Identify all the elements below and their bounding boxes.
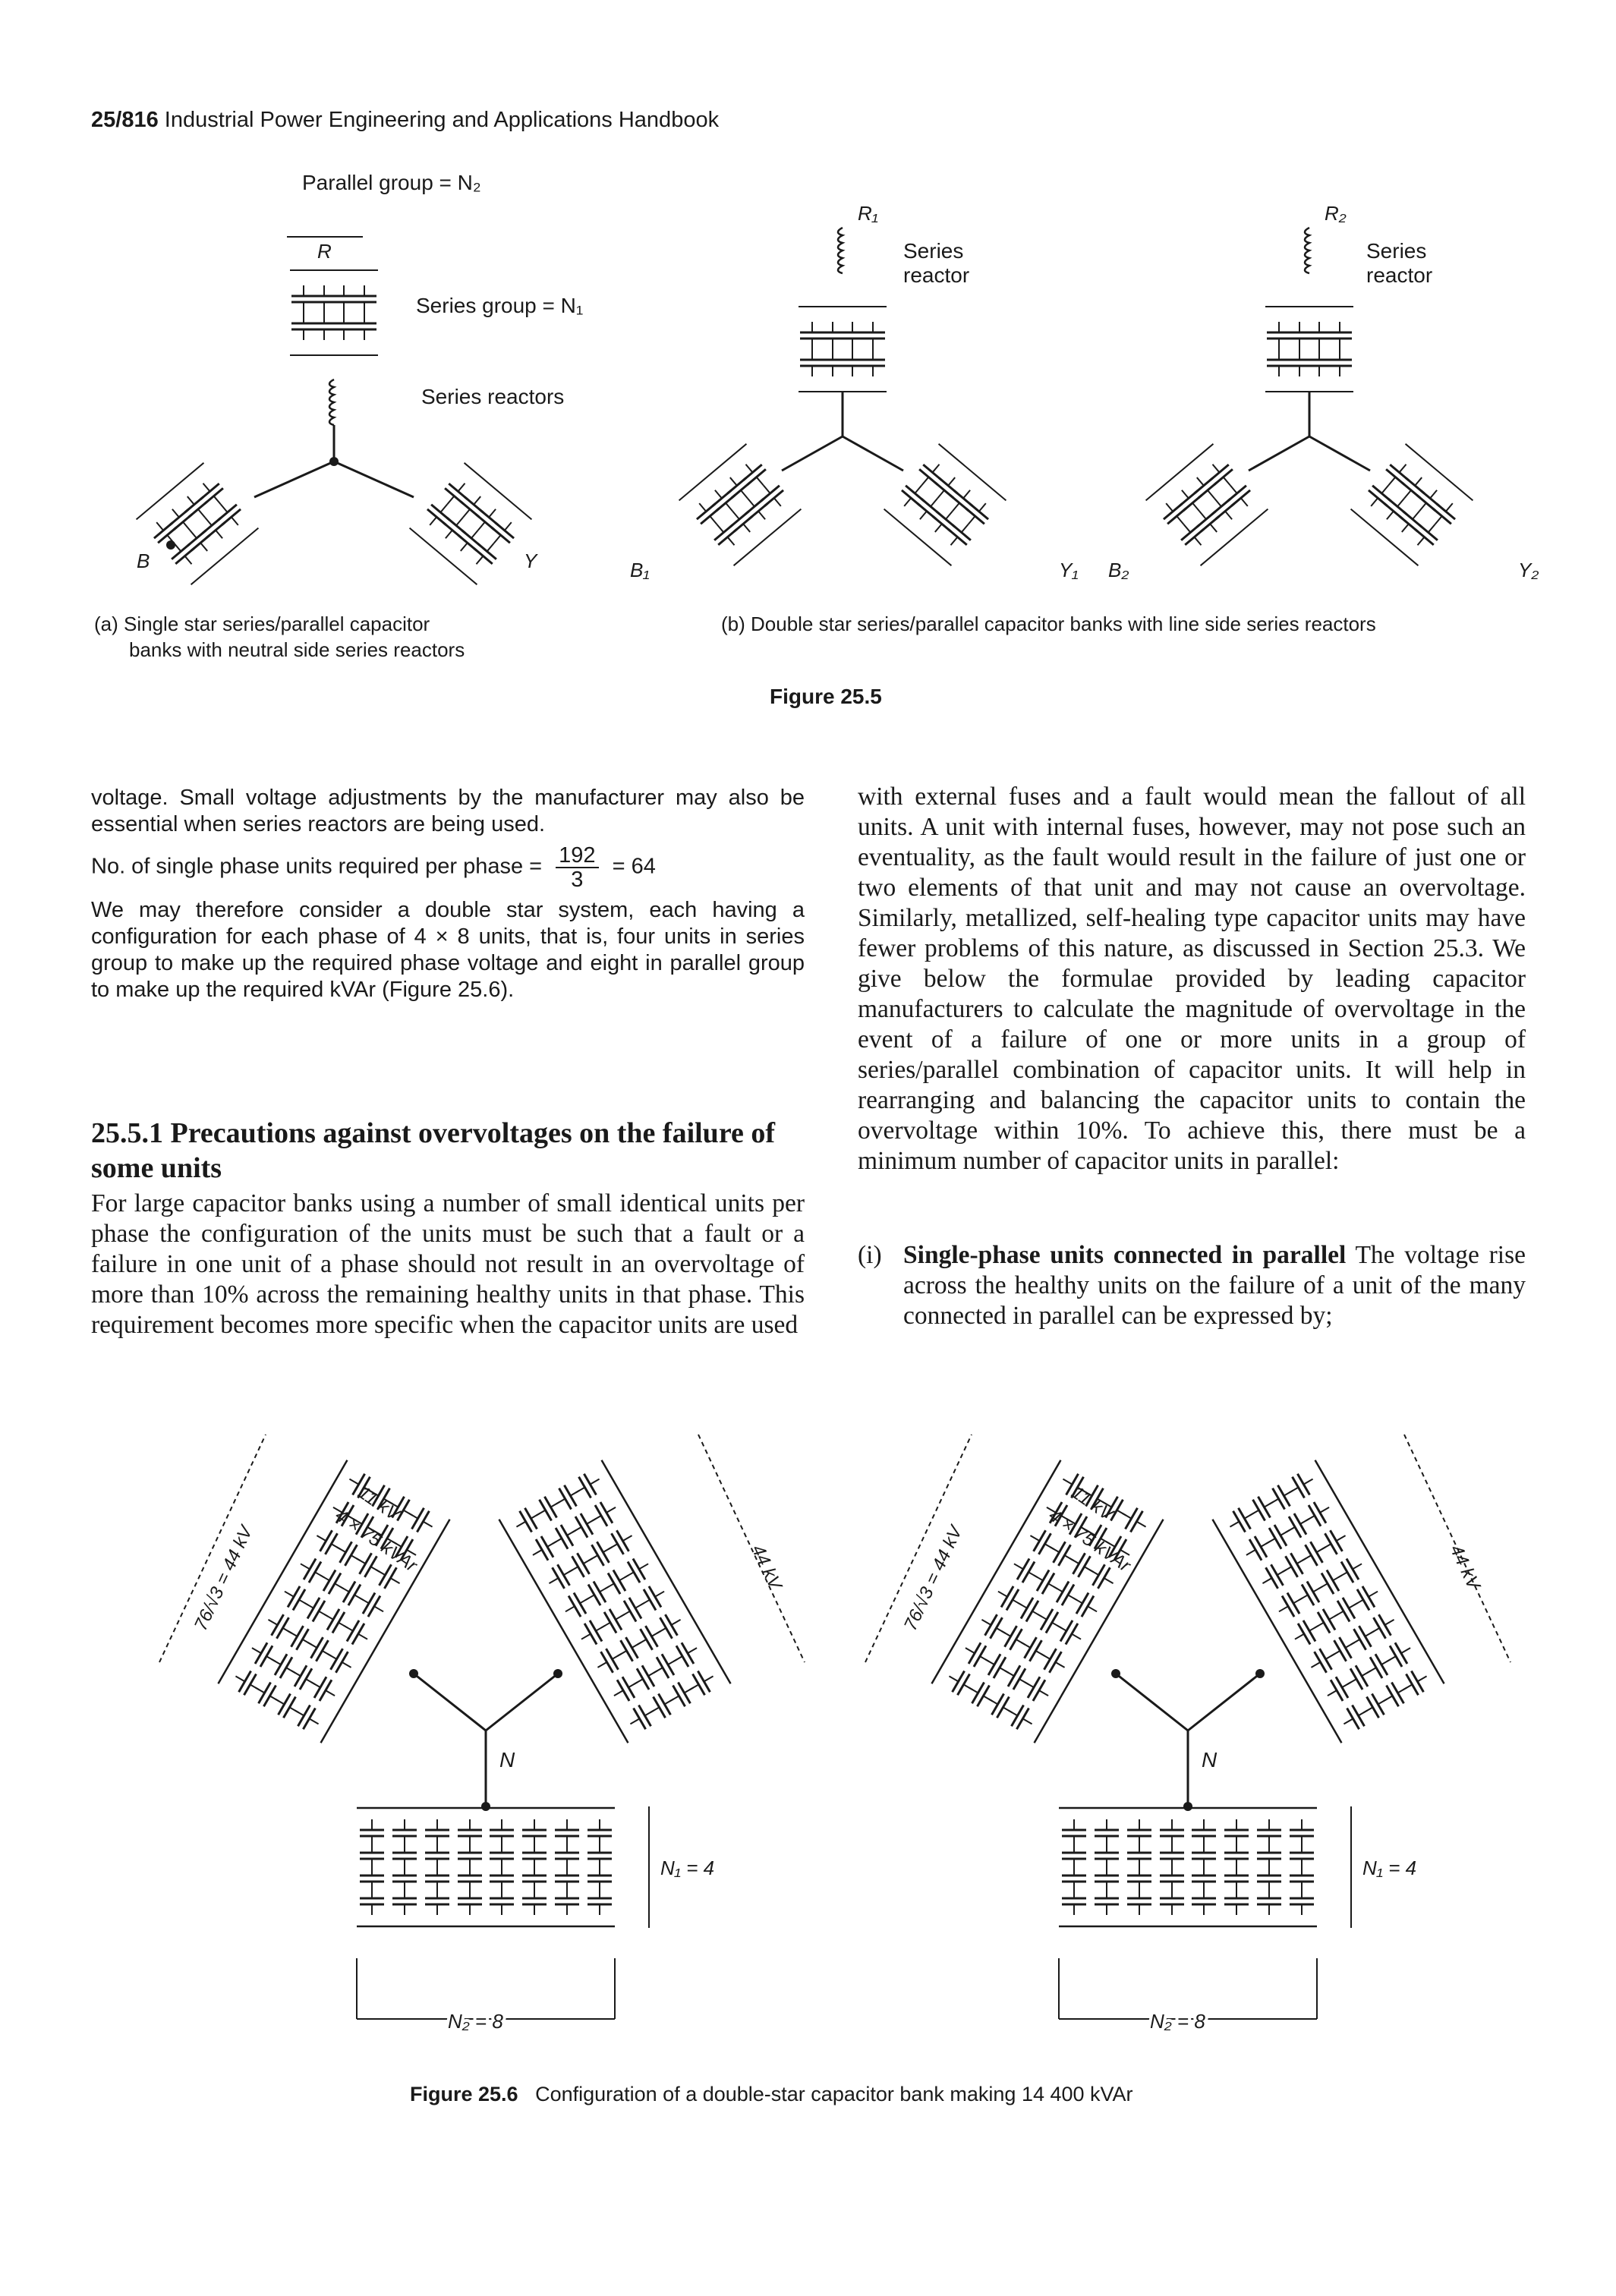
r1-label: R₁ [858, 202, 878, 225]
paragraph: with external fuses and a fault would me… [858, 783, 1526, 1175]
left-column-body: For large capacitor banks using a number… [91, 1189, 805, 1340]
equation-units-per-phase: No. of single phase units required per p… [91, 843, 656, 892]
reactor-coil-icon [1303, 226, 1311, 275]
series-voltage-right: 44 kV [1446, 1542, 1485, 1594]
b-terminal-label: B [137, 550, 150, 572]
neutral-label-right: N [1202, 1748, 1218, 1772]
figure-25-5-title: Figure 25.5 [770, 685, 882, 708]
reactor-coil-icon [836, 226, 844, 275]
phase-voltage-right: 76/√3 = 44 kV [900, 1522, 967, 1634]
reactor-coil-icon [328, 378, 335, 427]
figure-25-5-diagram: Parallel group = N₂ R Series group = N₁ … [0, 171, 1539, 759]
series-group-label: Series group = N₁ [416, 294, 583, 317]
series-voltage-left: 44 kV [748, 1542, 786, 1594]
group-label-left: 4 × 75 kVAr [332, 1505, 421, 1576]
star-right: N N₁ = 4 N₂ = 8 11 kV 4 × 75 kVAr 76/√3 … [865, 1434, 1511, 2036]
r2-label: R₂ [1325, 202, 1347, 225]
figure-25-6-diagram: N N₁ = 4 N₂ = 8 11 kV 4 × 75 kVAr 76/√3 … [159, 1434, 1511, 2036]
neutral-label-left: N [499, 1748, 515, 1772]
b1-label: B₁ [630, 559, 650, 581]
n2-label-left: N₂ = 8 [448, 2010, 503, 2033]
n2-label-right: N₂ = 8 [1150, 2010, 1205, 2033]
running-header: 25/816 Industrial Power Engineering and … [91, 108, 719, 133]
section-heading-25-5-1: 25.5.1 Precautions against overvoltages … [91, 1117, 776, 1184]
equation-fraction: 192 3 [556, 844, 599, 891]
bank-bottom-right [1059, 1808, 1317, 1926]
group-label-right: 4 × 75 kVAr [1045, 1505, 1135, 1576]
figure-25-5a-caption: (a) Single star series/parallel capacito… [94, 613, 465, 661]
n1-label-left: N₁ = 4 [660, 1857, 714, 1879]
capacitor-bank-r1 [799, 307, 887, 392]
book-title: Industrial Power Engineering and Applica… [164, 108, 720, 132]
capacitor-bank-r2 [1265, 307, 1353, 392]
n1-label-right: N₁ = 4 [1362, 1857, 1416, 1879]
phase-voltage-left: 76/√3 = 44 kV [191, 1522, 257, 1634]
figure-25-6-caption: Figure 25.6 Configuration of a double-st… [410, 2083, 1133, 2105]
list-item-i: (i) Single-phase units connected in para… [858, 1241, 1526, 1330]
paragraph: For large capacitor banks using a number… [91, 1189, 805, 1339]
parallel-group-label: Parallel group = N₂ [302, 171, 481, 194]
left-column-top: voltage. Small voltage adjustments by th… [91, 785, 805, 1003]
paragraph: We may therefore consider a double star … [91, 898, 805, 1002]
b2-label: B₂ [1108, 559, 1129, 581]
y1-label: Y₁ [1059, 559, 1079, 581]
r-label: R [317, 240, 332, 263]
figure-25-5b-caption: (b) Double star series/parallel capacito… [721, 613, 1376, 635]
star-left: N N₁ = 4 N₂ = 8 11 kV 4 × 75 kVAr 76/√3 … [159, 1434, 805, 2036]
y-terminal-label: Y [524, 550, 538, 572]
series-reactors-label: Series reactors [421, 385, 564, 408]
bank-bottom-left [357, 1808, 615, 1926]
right-column-body: with external fuses and a fault would me… [858, 782, 1526, 1176]
page-number: 25/816 [91, 108, 159, 132]
capacitor-bank-r [290, 270, 378, 355]
y2-label: Y₂ [1518, 559, 1539, 581]
paragraph: voltage. Small voltage adjustments by th… [91, 786, 805, 836]
panel-a-diagram: Parallel group = N₂ R Series group = N₁ … [137, 171, 583, 584]
